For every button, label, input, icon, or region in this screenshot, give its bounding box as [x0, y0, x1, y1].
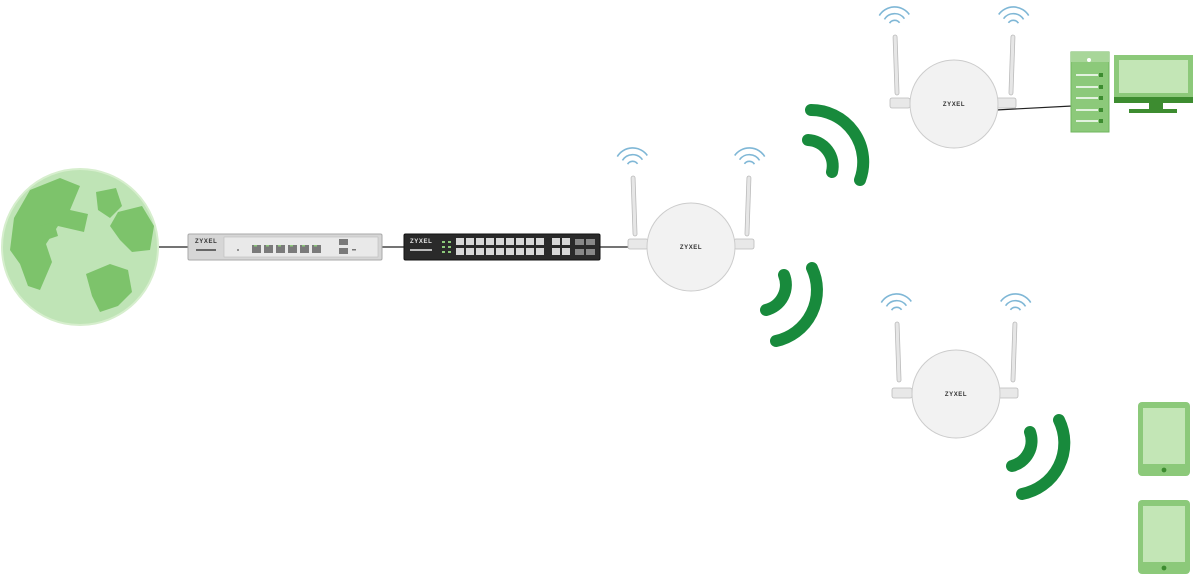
antenna-icon [995, 5, 1030, 97]
switch-icon: ZYXEL [403, 233, 601, 261]
link-ap-desktop [995, 105, 1073, 111]
antenna-icon [616, 146, 651, 238]
access-point-lower: ZYXEL [880, 292, 1032, 439]
ap-lower-brand-label: ZYXEL [945, 392, 967, 398]
ap-upper-brand-label: ZYXEL [943, 102, 965, 108]
router-ports [252, 239, 348, 254]
globe-icon [1, 168, 159, 326]
wifi-signal-icon [1006, 414, 1071, 500]
access-point-upper: ZYXEL [878, 5, 1030, 149]
tablet-icon [1138, 500, 1190, 574]
antenna-icon [880, 292, 915, 384]
switch-ports [456, 238, 570, 255]
wifi-signal-icon [760, 262, 823, 347]
switch-brand-label: ZYXEL [410, 239, 432, 245]
antenna-icon [878, 5, 913, 97]
ap-main-brand-label: ZYXEL [680, 245, 702, 251]
router-icon: ZYXEL [187, 233, 383, 261]
desktop-pc-icon [1070, 51, 1193, 133]
antenna-icon [997, 292, 1032, 384]
wifi-signal-icon [802, 103, 870, 186]
tablet-icon [1138, 402, 1190, 476]
antenna-icon [731, 146, 766, 238]
access-point-main: ZYXEL [616, 146, 766, 292]
router-brand-label: ZYXEL [195, 239, 217, 245]
